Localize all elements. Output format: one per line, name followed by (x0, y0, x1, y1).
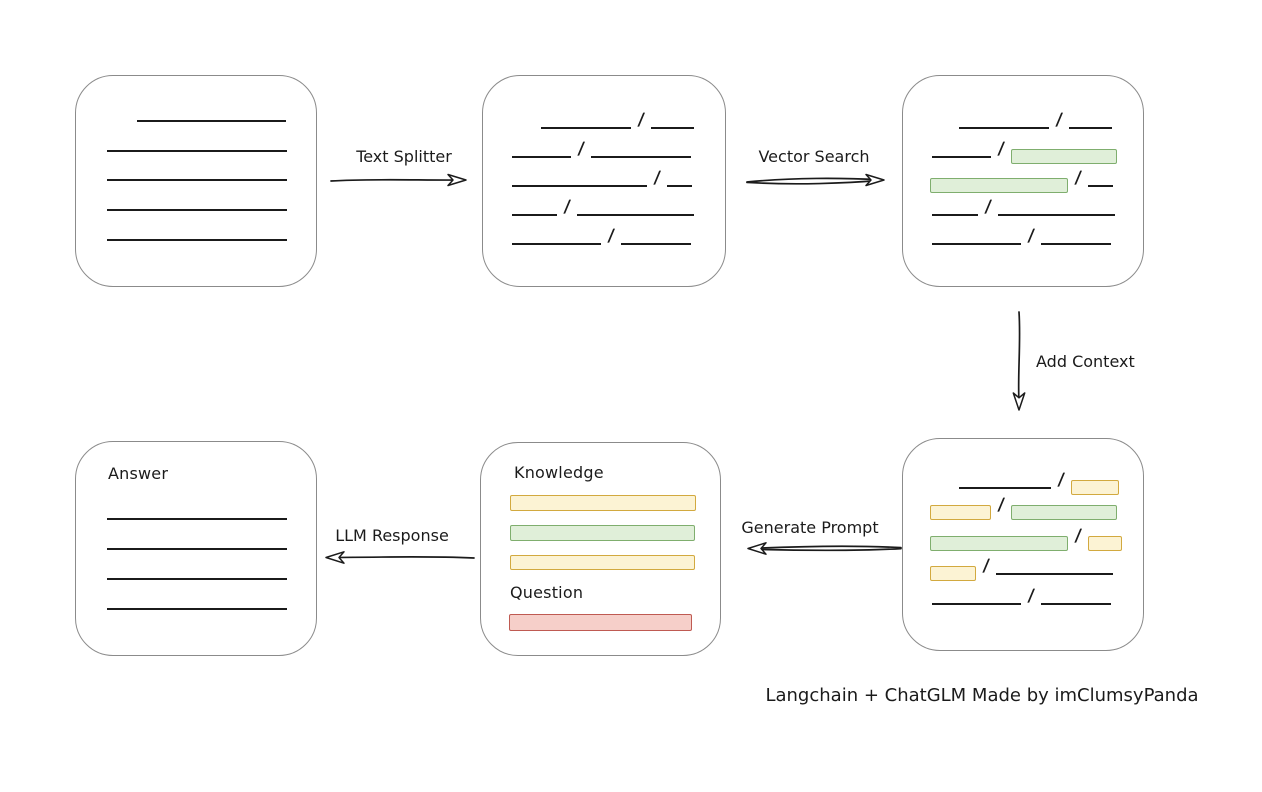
line-segment (959, 127, 1049, 129)
slash-glyph: / (1074, 168, 1083, 188)
question-bar-red (509, 614, 692, 631)
line-segment (998, 214, 1116, 216)
vector-search-arrow (746, 173, 885, 187)
context-chunks-box: / / / / / (902, 438, 1144, 651)
line-segment (667, 185, 693, 187)
chunk-row: / (932, 137, 1118, 164)
matched-chunk-green (930, 178, 1068, 193)
document-box (75, 75, 317, 287)
line-segment (1069, 127, 1113, 129)
slash-glyph: / (997, 495, 1006, 515)
matched-chunk-green (1011, 505, 1118, 520)
chunk-row: / (930, 493, 1118, 520)
line-segment (996, 573, 1114, 575)
line-segment (621, 243, 692, 245)
slash-glyph: / (1055, 110, 1064, 130)
slash-glyph: / (637, 110, 646, 130)
chunk-row: / (959, 108, 1113, 130)
doc-line (107, 179, 287, 181)
chunk-row: / (932, 195, 1116, 217)
matched-chunk-green (930, 536, 1068, 551)
knowledge-label: Knowledge (514, 463, 604, 482)
slash-glyph: / (563, 197, 572, 217)
slash-glyph: / (984, 197, 993, 217)
text-splitter-arrow (330, 173, 467, 187)
llm-response-arrow (325, 551, 475, 564)
slash-glyph: / (1057, 470, 1066, 490)
chunk-row: / (930, 524, 1123, 551)
doc-line (107, 150, 287, 152)
line-segment (932, 243, 1021, 245)
split-chunks-box: / / / / / (482, 75, 726, 287)
chunk-row: / (512, 224, 692, 246)
generate-prompt-arrow (747, 542, 902, 555)
knowledge-bar-yellow-1 (510, 495, 696, 511)
context-chunk-yellow (930, 566, 976, 581)
line-segment (1041, 603, 1112, 605)
doc-line (107, 608, 287, 610)
line-segment (541, 127, 631, 129)
matched-chunk-green (1011, 149, 1118, 164)
answer-label: Answer (108, 464, 169, 483)
knowledge-bar-green (510, 525, 695, 541)
line-segment (577, 214, 695, 216)
chunk-row: / (541, 108, 695, 130)
slash-glyph: / (1074, 526, 1083, 546)
credit-caption: Langchain + ChatGLM Made by imClumsyPand… (765, 685, 1199, 706)
line-segment (932, 214, 978, 216)
prompt-box: Knowledge Question (480, 442, 721, 656)
vector-search-label: Vector Search (758, 147, 870, 166)
slash-glyph: / (982, 556, 991, 576)
line-segment (959, 487, 1051, 489)
context-chunk-yellow (1071, 480, 1120, 495)
slash-glyph: / (653, 168, 662, 188)
knowledge-bar-yellow-2 (510, 555, 695, 570)
add-context-arrow (1012, 311, 1026, 411)
line-segment (932, 156, 991, 158)
add-context-label: Add Context (1036, 352, 1135, 371)
slash-glyph: / (1027, 586, 1036, 606)
llm-response-label: LLM Response (335, 526, 449, 545)
slash-glyph: / (607, 226, 616, 246)
doc-line (107, 578, 287, 580)
doc-line (137, 120, 286, 122)
slash-glyph: / (1027, 226, 1036, 246)
chunk-row: / (932, 224, 1112, 246)
answer-box: Answer (75, 441, 317, 656)
chunk-row: / (512, 195, 695, 217)
line-segment (512, 214, 557, 216)
generate-prompt-label: Generate Prompt (741, 518, 879, 537)
doc-line (107, 518, 287, 520)
doc-line (107, 209, 287, 211)
chunk-row: / (512, 166, 693, 188)
chunk-row: / (932, 584, 1112, 606)
line-segment (512, 156, 571, 158)
line-segment (591, 156, 692, 158)
line-segment (512, 243, 601, 245)
chunk-row: / (959, 468, 1120, 495)
text-splitter-label: Text Splitter (356, 147, 452, 166)
doc-line (107, 548, 287, 550)
context-chunk-yellow (1088, 536, 1123, 551)
chunk-row: / (930, 166, 1114, 193)
line-segment (932, 603, 1021, 605)
line-segment (512, 185, 647, 187)
slash-glyph: / (577, 139, 586, 159)
line-segment (1041, 243, 1112, 245)
context-chunk-yellow (930, 505, 991, 520)
chunk-row: / (512, 137, 692, 159)
doc-line (107, 239, 287, 241)
question-label: Question (510, 583, 584, 602)
slash-glyph: / (997, 139, 1006, 159)
line-segment (1088, 185, 1114, 187)
line-segment (651, 127, 695, 129)
matched-chunks-box: / / / / / (902, 75, 1144, 287)
chunk-row: / (930, 554, 1114, 581)
